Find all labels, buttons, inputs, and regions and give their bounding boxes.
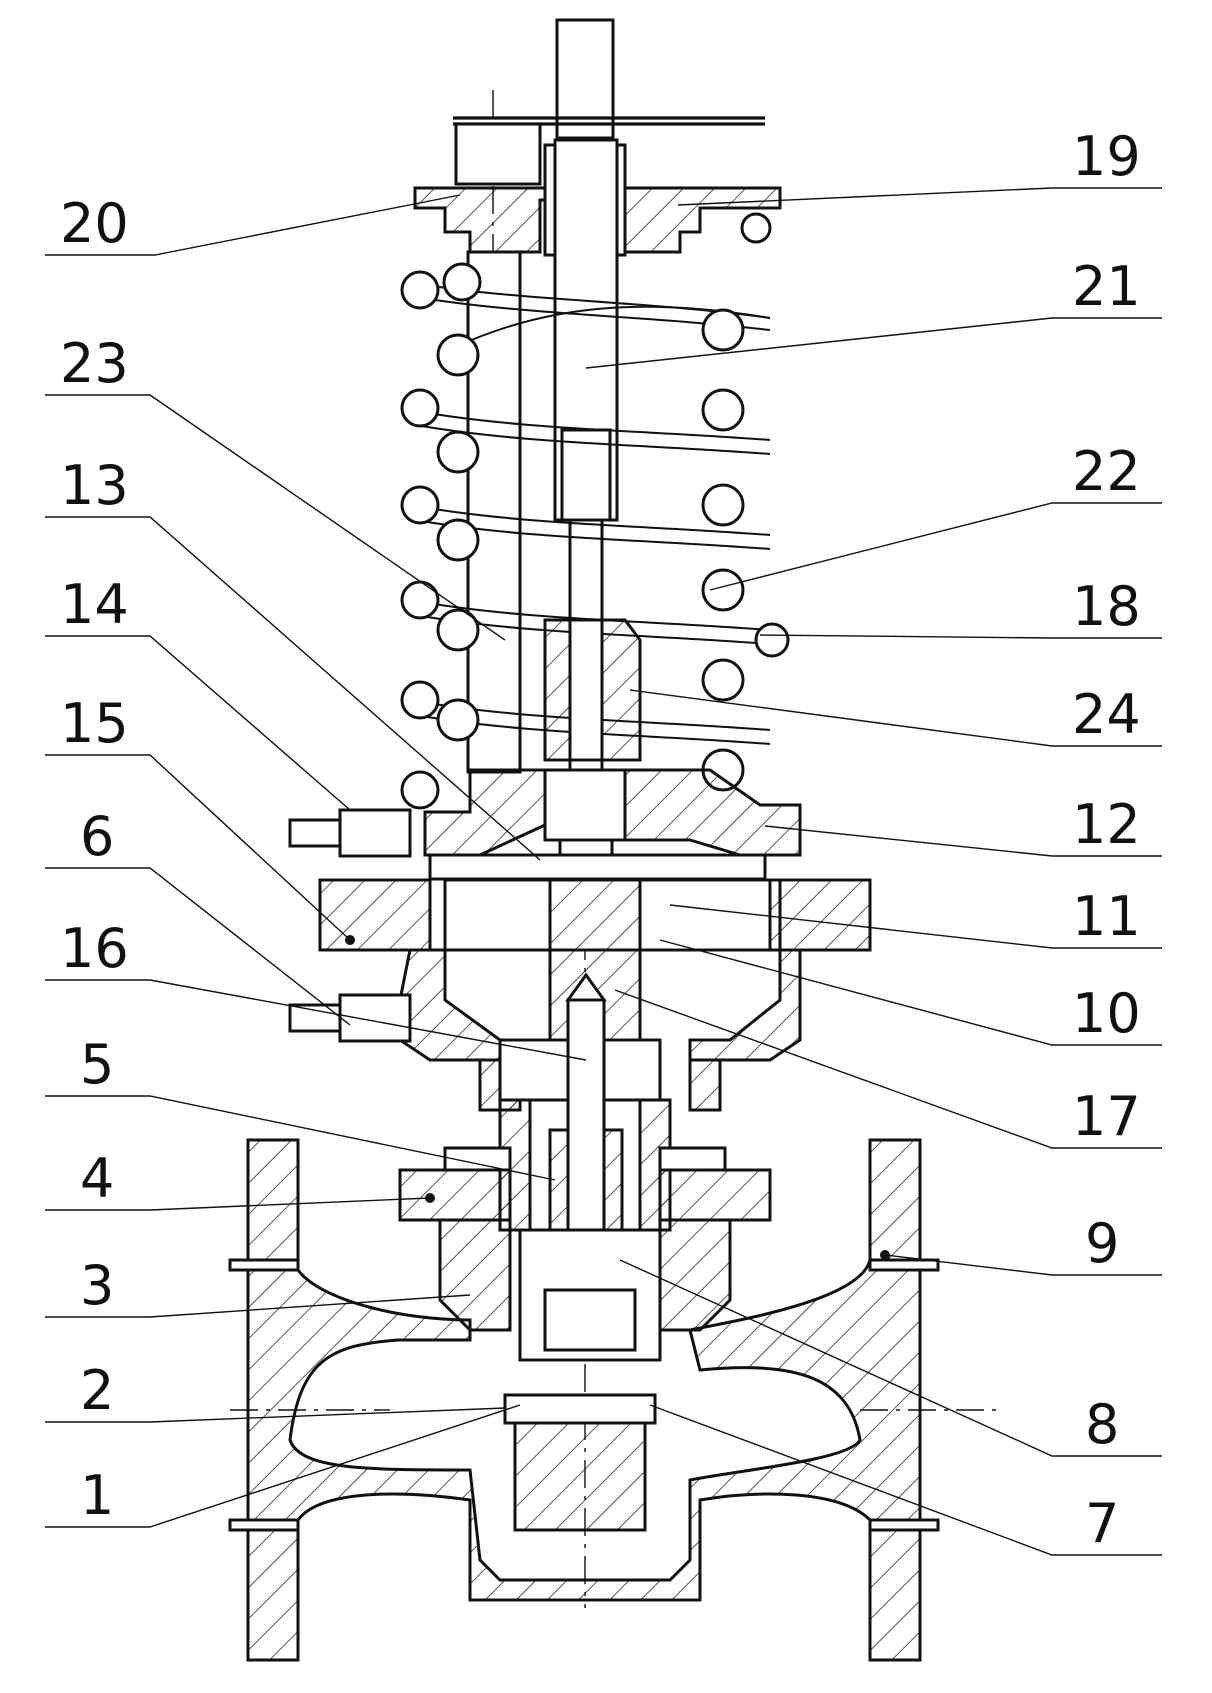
label-6: 6 — [80, 805, 114, 868]
label-9: 9 — [1085, 1212, 1119, 1275]
guide-rod — [466, 250, 522, 774]
label-17: 17 — [1072, 1085, 1141, 1148]
label-24: 24 — [1072, 683, 1141, 746]
label-23: 23 — [60, 332, 129, 395]
label-16: 16 — [60, 917, 129, 980]
bonnet-flange — [398, 1146, 772, 1222]
leader-lines — [45, 187, 1162, 1556]
label-5: 5 — [80, 1033, 114, 1096]
stem-top — [453, 18, 765, 186]
label-22: 22 — [1072, 440, 1141, 503]
plug — [503, 1393, 657, 1532]
label-4: 4 — [80, 1147, 114, 1210]
label-13: 13 — [60, 454, 129, 517]
actuator-upper-housing — [423, 768, 802, 870]
label-1: 1 — [80, 1464, 114, 1527]
label-11: 11 — [1072, 885, 1141, 948]
spring — [400, 262, 790, 810]
label-8: 8 — [1085, 1393, 1119, 1456]
label-20: 20 — [60, 192, 129, 255]
label-7: 7 — [1085, 1492, 1119, 1555]
label-12: 12 — [1072, 793, 1141, 856]
label-15: 15 — [60, 692, 129, 755]
labels-left: 20 23 13 14 15 6 16 5 4 3 2 1 — [60, 192, 129, 1527]
label-2: 2 — [80, 1359, 114, 1422]
label-14: 14 — [60, 573, 129, 636]
label-18: 18 — [1072, 575, 1141, 638]
label-10: 10 — [1072, 982, 1141, 1045]
label-19: 19 — [1072, 125, 1141, 188]
label-3: 3 — [80, 1254, 114, 1317]
label-21: 21 — [1072, 255, 1141, 318]
labels-right: 19 21 22 18 24 12 11 10 17 9 8 7 — [1072, 125, 1141, 1555]
bushing — [543, 618, 642, 762]
